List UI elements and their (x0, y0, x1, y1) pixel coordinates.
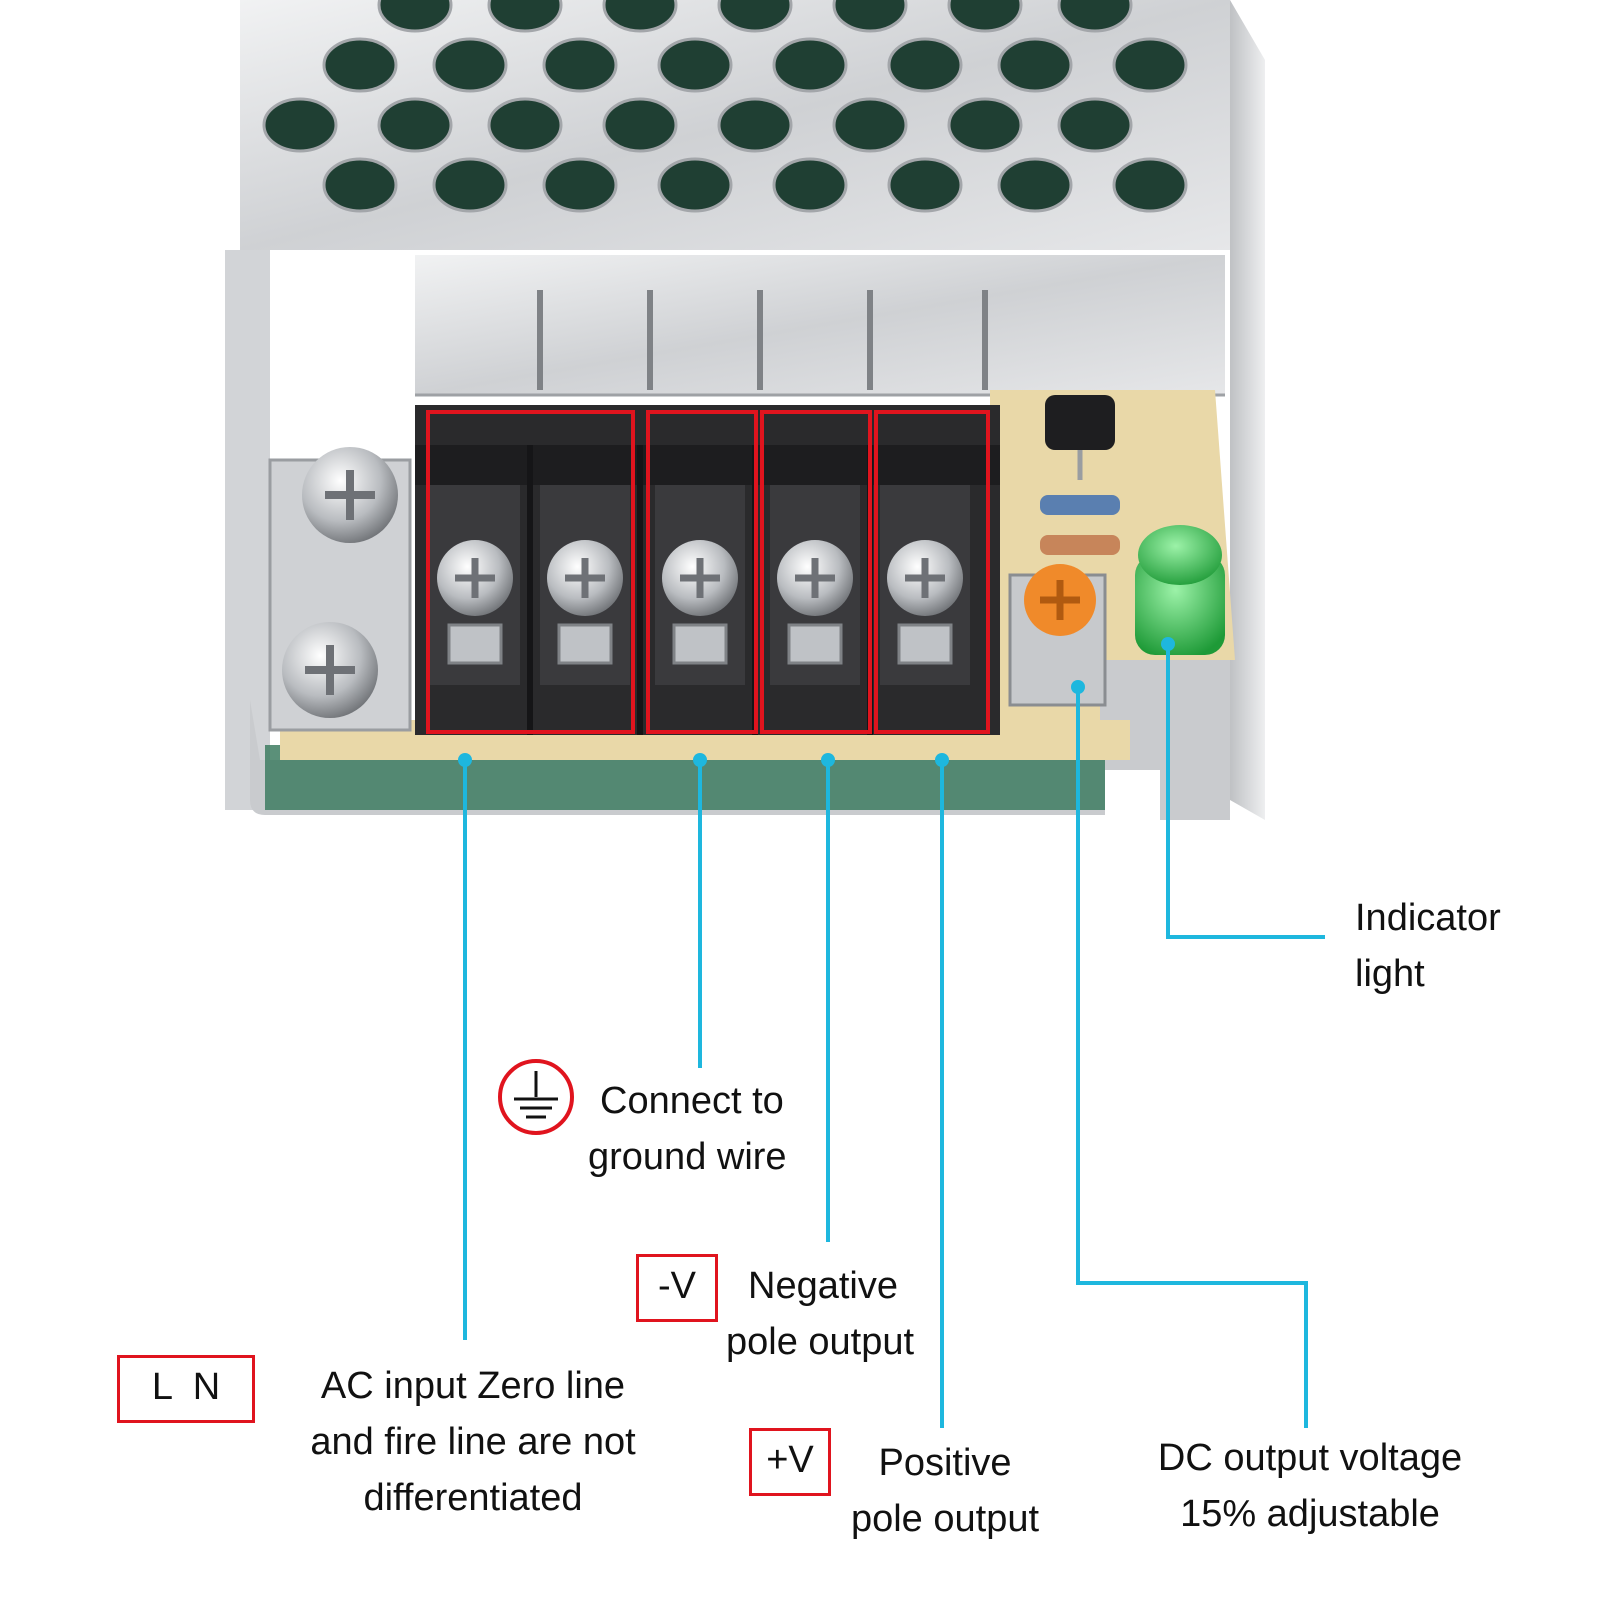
highlight-box (646, 410, 758, 734)
vent-hole (487, 0, 563, 33)
leader-dot (1161, 637, 1175, 651)
voltage-adjust-label: DC output voltage 15% adjustable (1135, 1430, 1485, 1542)
led-indicator (1135, 525, 1225, 655)
vent-hole (997, 157, 1073, 213)
vent-hole (377, 97, 453, 153)
positive-label: Positive pole output (835, 1435, 1055, 1547)
ground-label-line-1: Connect to (600, 1080, 784, 1122)
vent-hole (602, 97, 678, 153)
positive-label-line-2: pole output (850, 1498, 1040, 1540)
terminal-clamp (787, 623, 843, 665)
metal-casing (225, 0, 1265, 820)
ac-input-label: AC input Zero line and fire line are not… (283, 1358, 663, 1526)
screw-slot (795, 558, 835, 598)
vent-hole (1057, 97, 1133, 153)
indicator-label: Indicator light (1355, 890, 1501, 1002)
vent-hole (887, 37, 963, 93)
highlight-box (760, 410, 872, 734)
leader-line (1076, 687, 1308, 1428)
ac-input-label-line-1: AC input Zero line (320, 1365, 626, 1407)
ac-input-tag: L N (117, 1355, 255, 1423)
leader-dot (821, 753, 835, 767)
ground-label: Connect to ground wire (588, 1073, 787, 1185)
vent-hole (1112, 37, 1188, 93)
highlight-box (426, 410, 635, 734)
voltage-adjust-label-line-1: DC output voltage (1157, 1437, 1463, 1479)
transistor (1045, 395, 1115, 480)
negative-tag: -V (636, 1254, 718, 1322)
negative-label-line-2: pole output (726, 1321, 915, 1363)
vent-holes (262, 0, 1188, 213)
vent-hole (657, 37, 733, 93)
vent-hole (322, 37, 398, 93)
vent-hole (487, 97, 563, 153)
leader-dot (935, 753, 949, 767)
terminal-clamp (897, 623, 953, 665)
vent-hole (377, 0, 453, 33)
indicator-label-line-1: Indicator (1355, 897, 1501, 939)
vent-hole (772, 157, 848, 213)
positive-label-line-1: Positive (878, 1442, 1012, 1484)
positive-tag: +V (749, 1428, 831, 1496)
terminal-block (415, 405, 1000, 735)
terminal-highlights (426, 410, 990, 734)
vent-hole (262, 97, 338, 153)
screw-slot (565, 558, 605, 598)
vent-hole (432, 157, 508, 213)
vent-hole (832, 0, 908, 33)
terminal-pins (537, 290, 988, 390)
vent-hole (717, 0, 793, 33)
vent-hole (542, 37, 618, 93)
vent-hole (322, 157, 398, 213)
ac-input-label-line-3: differentiated (363, 1477, 583, 1519)
negative-label: Negative pole output (726, 1258, 914, 1370)
terminal-clamp (672, 623, 728, 665)
mounting-screws (268, 447, 412, 732)
negative-label-line-1: Negative (748, 1265, 898, 1307)
terminal-clamp (557, 623, 613, 665)
vent-hole (832, 97, 908, 153)
vent-hole (772, 37, 848, 93)
voltage-trimmer (1008, 564, 1107, 707)
ac-input-label-line-2: and fire line are not (310, 1421, 636, 1463)
vent-hole (432, 37, 508, 93)
ground-symbol-icon (498, 1059, 574, 1135)
vent-hole (657, 157, 733, 213)
vent-hole (1057, 0, 1133, 33)
screw-slot (455, 558, 495, 598)
vent-hole (542, 157, 618, 213)
indicator-label-line-2: light (1355, 953, 1425, 995)
voltage-adjust-label-line-2: 15% adjustable (1180, 1493, 1440, 1535)
screw-slot (905, 558, 945, 598)
vent-hole (602, 0, 678, 33)
vent-hole (947, 0, 1023, 33)
leader-dot (693, 753, 707, 767)
leader-dot (458, 753, 472, 767)
terminal-clamp (447, 623, 503, 665)
vent-hole (887, 157, 963, 213)
leader-line (1166, 644, 1325, 939)
vent-hole (947, 97, 1023, 153)
highlight-box (874, 410, 990, 734)
vent-hole (997, 37, 1073, 93)
leader-lines (458, 637, 1325, 1428)
vent-hole (717, 97, 793, 153)
leader-dot (1071, 680, 1085, 694)
resistors (1040, 495, 1120, 555)
vent-hole (1112, 157, 1188, 213)
screw-slot (680, 558, 720, 598)
ground-label-line-2: ground wire (588, 1136, 787, 1178)
